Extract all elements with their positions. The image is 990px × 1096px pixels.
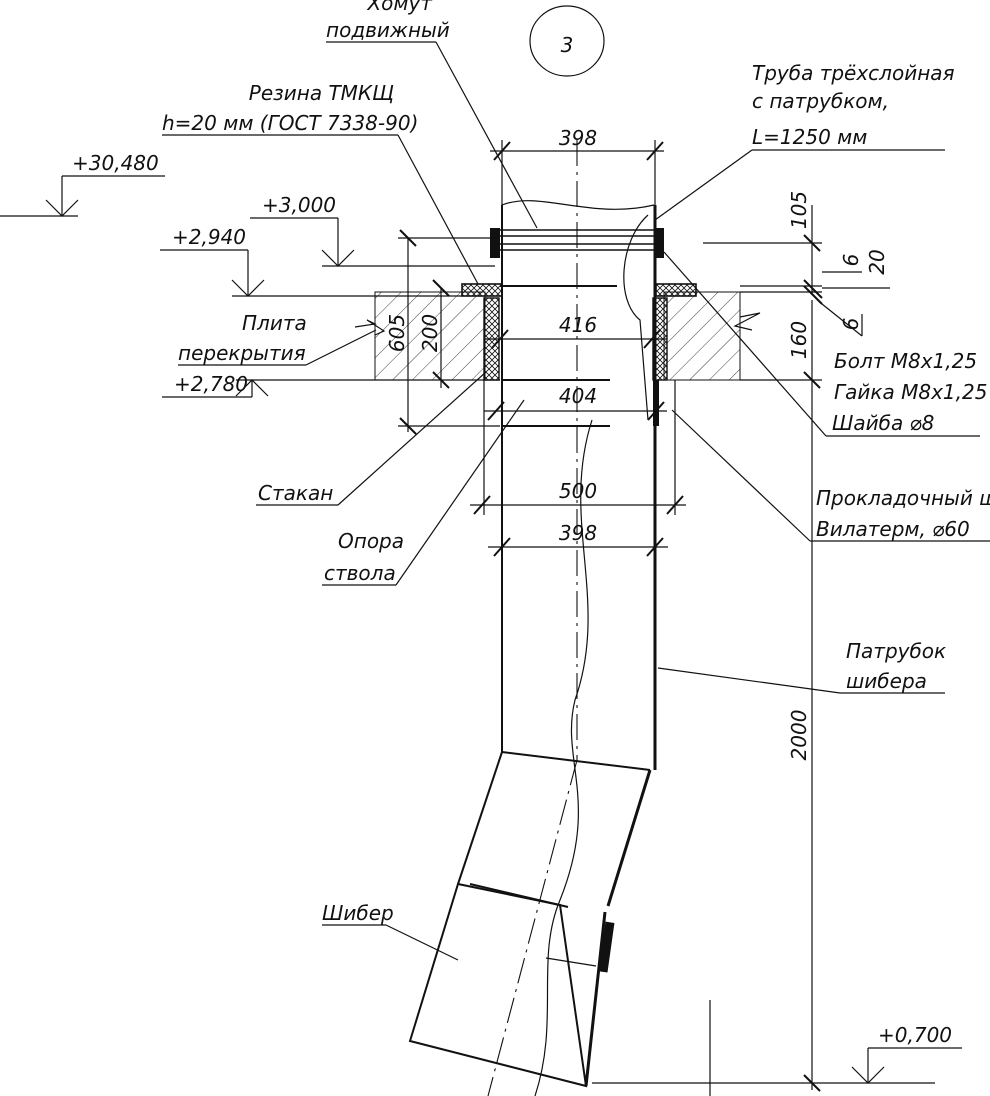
callout-fasteners: Болт М8х1,25 Гайка М8х1,25 Шайба ⌀8 <box>663 251 987 437</box>
nozzle-label-1: Патрубок <box>846 639 946 663</box>
callout-pipe: Труба трёхслойная с патрубком, L=1250 мм <box>654 61 955 221</box>
dim-398-bottom: 398 <box>488 521 668 557</box>
slab-label-2: перекрытия <box>178 341 306 365</box>
dim-105-label: 105 <box>787 191 811 229</box>
dim-500: 500 <box>470 380 686 515</box>
elevation-top: +30,480 <box>0 151 165 217</box>
callout-glass: Стакан <box>256 371 487 506</box>
glass-label: Стакан <box>258 481 333 505</box>
dim-605-label: 605 <box>385 314 409 352</box>
elevation-2780: +2,780 <box>162 372 500 398</box>
dim-200-label: 200 <box>418 314 442 352</box>
callout-support: Опора ствола <box>322 399 525 586</box>
dim-6a-label: 6 <box>839 254 863 267</box>
dim-105: 105 <box>703 191 822 295</box>
callout-slab: Плита перекрытия <box>178 311 377 366</box>
dim-160-label: 160 <box>787 321 811 359</box>
elevation-3000: +3,000 <box>250 193 495 267</box>
rubber-label-1: Резина ТМКЩ <box>249 81 394 105</box>
dim-416: 416 <box>484 313 667 349</box>
elevation-2940-value: +2,940 <box>172 225 246 249</box>
dim-404-label: 404 <box>559 384 597 408</box>
dim-398-top-label: 398 <box>559 126 597 150</box>
dim-2000: 2000 <box>787 386 821 1092</box>
pipe-body <box>408 140 664 1096</box>
dim-398-top: 398 <box>490 126 664 205</box>
cord-label-1: Прокладочный шнур <box>816 486 990 510</box>
elevation-3000-value: +3,000 <box>262 193 336 217</box>
callout-nozzle: Патрубок шибера <box>657 639 946 694</box>
dim-2000-label: 2000 <box>787 710 811 761</box>
cord-label-2: Вилатерм, ⌀60 <box>816 517 970 541</box>
elevation-0700-value: +0,700 <box>878 1023 952 1047</box>
dim-6b-label: 6 <box>839 318 863 331</box>
nut-label: Гайка М8х1,25 <box>834 380 987 404</box>
detail-marker: 3 <box>529 5 605 77</box>
elevation-2780-value: +2,780 <box>174 372 248 396</box>
callout-cord: Прокладочный шнур Вилатерм, ⌀60 <box>671 409 990 542</box>
dim-416-label: 416 <box>559 313 597 337</box>
dim-500-label: 500 <box>559 479 597 503</box>
callout-clamp: Хомут подвижный <box>326 0 538 229</box>
bolt-label: Болт М8х1,25 <box>834 349 977 373</box>
damper-label: Шибер <box>322 901 394 925</box>
elevation-top-value: +30,480 <box>72 151 159 175</box>
callout-damper: Шибер <box>322 901 597 967</box>
pipe-label-2: с патрубком, <box>752 89 889 113</box>
washer-label: Шайба ⌀8 <box>832 411 934 435</box>
support-label-2: ствола <box>324 561 396 585</box>
support-label-1: Опора <box>338 529 404 553</box>
detail-number: 3 <box>561 33 574 57</box>
dim-6-20-6: 6 20 6 <box>740 249 890 337</box>
callout-rubber: Резина ТМКЩ h=20 мм (ГОСТ 7338-90) <box>162 81 479 285</box>
elevation-0700: +0,700 <box>592 1000 962 1096</box>
rubber-label-2: h=20 мм (ГОСТ 7338-90) <box>162 111 418 135</box>
pipe-label-3: L=1250 мм <box>752 125 867 149</box>
dim-160: 160 <box>740 300 822 389</box>
dim-20-label: 20 <box>865 249 889 274</box>
dim-605: 605 <box>385 229 500 435</box>
elevation-2940: +2,940 <box>160 225 462 297</box>
nozzle-label-2: шибера <box>846 669 927 693</box>
dim-404: 404 <box>484 384 667 421</box>
clamp-label-2: подвижный <box>326 18 450 42</box>
clamp-label-1: Хомут <box>366 0 433 15</box>
dim-398-bottom-label: 398 <box>559 521 597 545</box>
dim-200: 200 <box>418 279 450 389</box>
pipe-label-1: Труба трёхслойная <box>752 61 955 85</box>
floor-slab <box>354 291 761 381</box>
slab-label-1: Плита <box>242 311 307 335</box>
